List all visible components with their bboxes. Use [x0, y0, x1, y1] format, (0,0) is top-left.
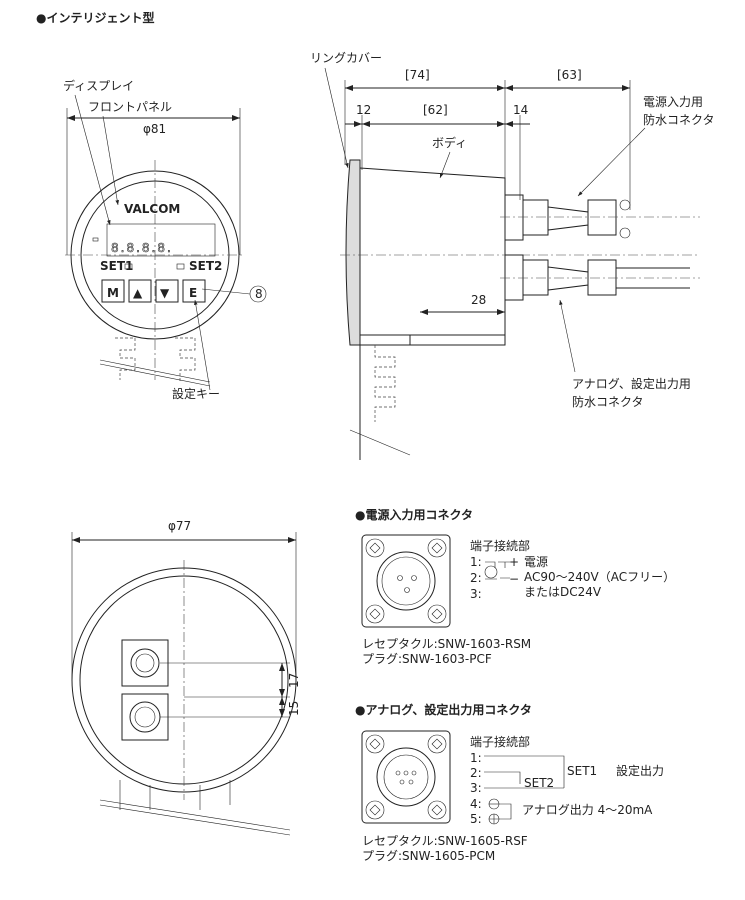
svg-text:▲: ▲: [133, 286, 143, 300]
power-desc-2: AC90〜240V（ACフリー）: [524, 570, 675, 584]
front-view: ディスプレイ フロントパネル φ81 VALCOM 8.8.8.8. SET1 …: [63, 78, 267, 401]
body-label: ボディ: [432, 135, 467, 150]
diameter-81: φ81: [143, 122, 166, 136]
svg-text:▼: ▼: [160, 286, 170, 300]
svg-text:E: E: [189, 286, 197, 300]
e-button[interactable]: E: [182, 279, 206, 303]
dim-14: 14: [513, 103, 528, 117]
analog-connector-label-2: 防水コネクタ: [572, 394, 644, 409]
power-desc-1: 電源: [524, 555, 548, 569]
svg-text:M: M: [107, 286, 119, 300]
analog-receptacle: レセプタクル:SNW-1605-RSF: [362, 834, 528, 848]
analog-pin-3: 3:: [470, 781, 482, 795]
set-key-label: 設定キー: [172, 386, 220, 401]
power-receptacle: レセプタクル:SNW-1603-RSM: [362, 637, 531, 651]
set1-indicator: SET1: [100, 259, 133, 273]
analog-connector-label-1: アナログ、設定出力用: [572, 376, 691, 391]
analog-connector-heading: ●アナログ、設定出力用コネクタ: [355, 702, 532, 717]
analog-connector-section: ●アナログ、設定出力用コネクタ 端子接続部 1: 2: 3: 4: 5: SET…: [355, 702, 664, 863]
analog-terminal-title: 端子接続部: [470, 734, 530, 749]
diameter-77: φ77: [168, 519, 191, 533]
analog-output-desc: アナログ出力 4〜20mA: [522, 803, 653, 817]
power-plus: +: [509, 555, 519, 569]
power-desc-3: またはDC24V: [524, 585, 602, 599]
set2-indicator: SET2: [189, 259, 222, 273]
analog-pin-2: 2:: [470, 766, 482, 780]
analog-set-output: 設定出力: [616, 763, 664, 778]
up-button[interactable]: ▲: [128, 279, 152, 303]
brand-logo: VALCOM: [124, 202, 180, 216]
power-connector-heading: ●電源入力用コネクタ: [355, 507, 473, 522]
analog-set1: SET1: [567, 764, 597, 778]
power-pin-2: 2:: [470, 571, 482, 585]
power-pin-1: 1:: [470, 555, 482, 569]
power-connector-label-2: 防水コネクタ: [643, 112, 715, 127]
side-view: リングカバー [74] [63] 12 [62] 14 ボディ 電源入力用 防水…: [310, 51, 715, 460]
analog-pin-4: 4:: [470, 797, 482, 811]
dim-63: [63]: [557, 68, 582, 82]
m-button[interactable]: M: [101, 279, 125, 303]
power-minus: −: [509, 572, 519, 586]
power-connector-section: ●電源入力用コネクタ 端子接続部 1: 2: 3: + − 電源 AC90〜24…: [355, 507, 675, 666]
ring-cover-label: リングカバー: [310, 51, 382, 65]
power-terminal-title: 端子接続部: [470, 538, 530, 553]
dim-28: 28: [471, 293, 486, 307]
power-pin-3: 3:: [470, 587, 482, 601]
analog-pin-1: 1:: [470, 751, 482, 765]
down-button[interactable]: ▼: [155, 279, 179, 303]
display-digits: 8.8.8.8.: [111, 241, 173, 255]
display-label: ディスプレイ: [63, 78, 134, 93]
callout-8: 8: [255, 287, 263, 301]
analog-plug: プラグ:SNW-1605-PCM: [362, 849, 495, 863]
power-connector-label-1: 電源入力用: [643, 95, 703, 109]
dim-12: 12: [356, 103, 371, 117]
front-panel-label: フロントパネル: [88, 100, 172, 114]
analog-set2: SET2: [524, 776, 554, 790]
power-plug: プラグ:SNW-1603-PCF: [362, 652, 492, 666]
dim-15: 15: [287, 701, 301, 716]
dim-17: 17: [287, 673, 301, 688]
bottom-view: φ77 17 15: [71, 519, 301, 836]
dim-62: [62]: [423, 103, 448, 117]
dim-74: [74]: [405, 68, 430, 82]
page-title: ●インテリジェント型: [36, 10, 154, 25]
analog-pin-5: 5:: [470, 812, 482, 826]
